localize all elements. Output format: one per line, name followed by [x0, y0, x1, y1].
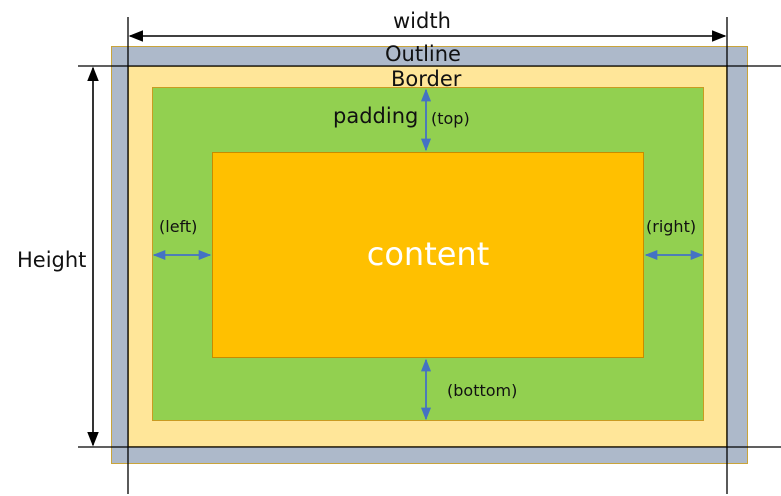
border-label: Border — [391, 67, 462, 91]
width-label: width — [393, 9, 451, 33]
padding-label: padding — [333, 104, 419, 128]
content-label: content — [366, 235, 490, 273]
padding-left-label: (left) — [159, 217, 198, 236]
padding-bottom-label: (bottom) — [447, 381, 518, 400]
padding-right-label: (right) — [646, 217, 697, 236]
content-region — [212, 152, 644, 358]
padding-top-label: (top) — [431, 109, 470, 128]
outline-label: Outline — [385, 42, 461, 66]
height-label: Height — [17, 248, 87, 272]
